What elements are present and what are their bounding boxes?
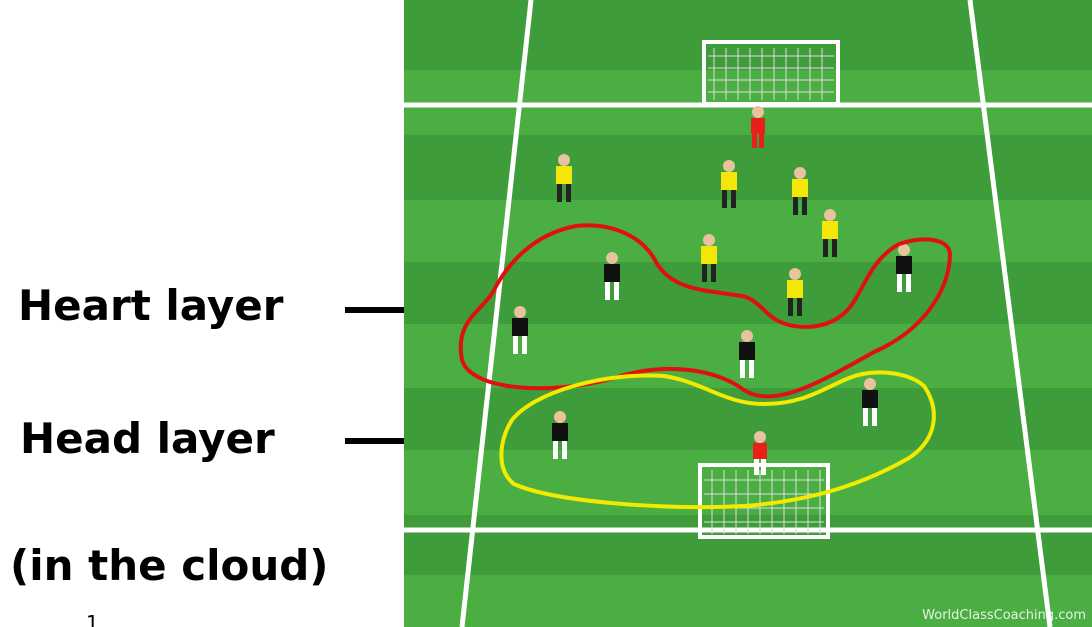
heart-layer-label: Heart layer xyxy=(18,281,284,330)
black-player-3 xyxy=(896,244,912,292)
head-layer-label: Head layer xyxy=(20,414,275,463)
black-player-5 xyxy=(552,411,568,459)
yellow-player-5 xyxy=(701,234,717,282)
yellow-player-3 xyxy=(792,167,808,215)
yellow-player-2 xyxy=(721,160,737,208)
pitch-illustration xyxy=(404,0,1092,627)
goalkeeper-top xyxy=(751,106,765,148)
yellow-player-1 xyxy=(556,154,572,202)
yellow-player-6 xyxy=(787,268,803,316)
watermark: WorldClassCoaching.com xyxy=(922,608,1086,623)
black-player-4 xyxy=(739,330,755,378)
black-player-1 xyxy=(604,252,620,300)
page-number: 1 xyxy=(86,611,99,627)
soccer-pitch: WorldClassCoaching.com xyxy=(404,0,1092,627)
black-player-2 xyxy=(512,306,528,354)
cloud-label: (in the cloud) xyxy=(10,541,329,590)
black-player-6 xyxy=(862,378,878,426)
goalkeeper-bottom xyxy=(753,431,767,475)
yellow-player-4 xyxy=(822,209,838,257)
head-layer-outline xyxy=(499,370,936,509)
top-goal xyxy=(702,40,840,106)
